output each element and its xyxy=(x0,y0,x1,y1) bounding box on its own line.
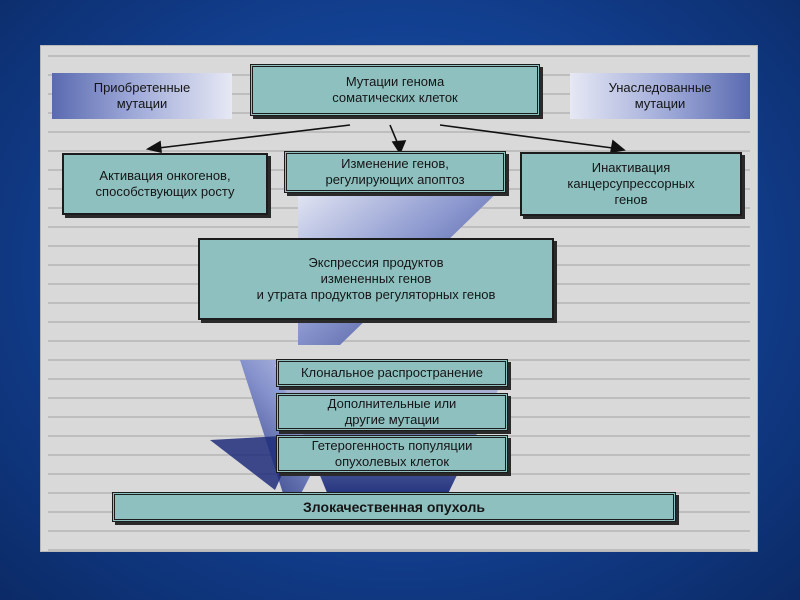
arrow-line-left xyxy=(149,124,351,150)
population-heterogeneity-box: Гетерогенность популяции опухолевых клет… xyxy=(276,435,508,473)
arrow-head-right xyxy=(610,139,626,153)
inherited-mutations-text: Унаследованные мутации xyxy=(608,80,712,111)
population-heterogeneity-text: Гетерогенность популяции опухолевых клет… xyxy=(311,438,473,469)
acquired-mutations-text: Приобретенные мутации xyxy=(93,80,191,111)
suppressor-inactivation-text: Инактивация канцерсупрессорных генов xyxy=(567,160,695,207)
apoptosis-genes-box: Изменение генов, регулирующих апоптоз xyxy=(284,151,506,193)
malignant-tumor-text: Злокачественная опухоль xyxy=(303,499,485,515)
acquired-mutations-label: Приобретенные мутации xyxy=(52,73,232,119)
gene-expression-text: Экспрессия продуктов измененных генов и … xyxy=(256,255,496,302)
arrow-head-center xyxy=(391,140,407,155)
genome-mutations-text: Мутации генома соматических клеток xyxy=(332,74,458,105)
oncogene-activation-text: Активация онкогенов, способствующих рост… xyxy=(95,168,235,199)
clonal-spread-box: Клональное распространение xyxy=(276,359,508,387)
oncogene-activation-box: Активация онкогенов, способствующих рост… xyxy=(62,153,268,215)
arrow-head-left xyxy=(145,140,162,154)
inherited-mutations-label: Унаследованные мутации xyxy=(570,73,750,119)
arrow-group xyxy=(145,124,626,155)
slide-frame: Приобретенные мутации Унаследованные мут… xyxy=(40,45,758,552)
clonal-spread-text: Клональное распространение xyxy=(300,365,483,380)
genome-mutations-box: Мутации генома соматических клеток xyxy=(250,64,540,116)
arrow-line-right xyxy=(439,124,621,150)
suppressor-inactivation-box: Инактивация канцерсупрессорных генов xyxy=(520,152,742,216)
additional-mutations-text: Дополнительные или другие мутации xyxy=(327,396,457,427)
gene-expression-box: Экспрессия продуктов измененных генов и … xyxy=(198,238,554,320)
apoptosis-genes-text: Изменение генов, регулирующих апоптоз xyxy=(325,156,465,187)
malignant-tumor-box: Злокачественная опухоль xyxy=(112,492,676,522)
additional-mutations-box: Дополнительные или другие мутации xyxy=(276,393,508,431)
